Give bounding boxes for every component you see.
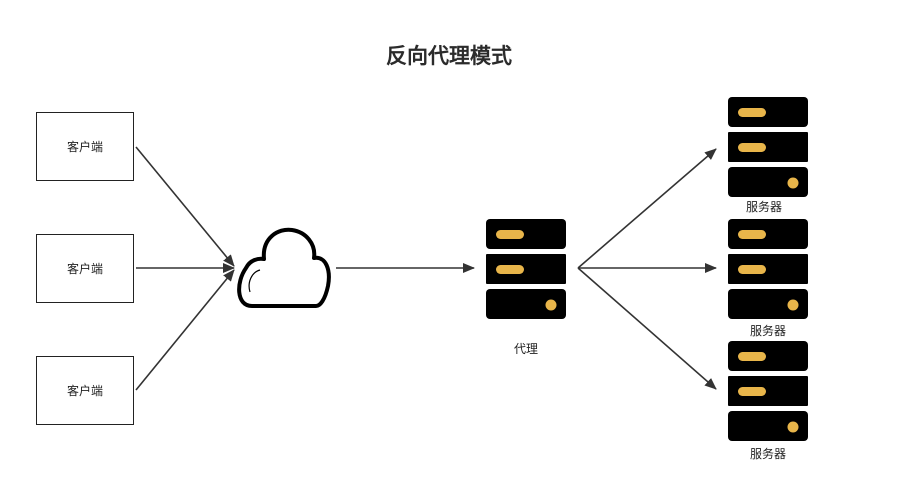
server-label-1: 服务器	[745, 200, 782, 214]
diagram-title: 反向代理模式	[386, 44, 512, 68]
client-box-2: 客户端	[36, 234, 134, 303]
server-label-3: 服务器	[749, 447, 786, 461]
client-label: 客户端	[66, 262, 103, 276]
arrow-proxy-to-server-1	[577, 148, 717, 269]
client-box-1: 客户端	[36, 112, 134, 181]
client-label: 客户端	[66, 384, 103, 398]
client-box-3: 客户端	[36, 356, 134, 425]
server-icon-2	[728, 219, 808, 319]
proxy-server-icon	[486, 219, 566, 319]
server-label-2: 服务器	[749, 324, 786, 338]
proxy-label: 代理	[513, 342, 538, 356]
arrow-client-3-to-cloud	[135, 269, 235, 391]
arrow-proxy-to-server-3	[577, 267, 717, 390]
server-icon-3	[728, 341, 808, 441]
client-label: 客户端	[66, 140, 103, 154]
cloud-icon	[237, 227, 331, 308]
arrow-client-1-to-cloud	[135, 146, 235, 267]
server-icon-1	[728, 97, 808, 197]
